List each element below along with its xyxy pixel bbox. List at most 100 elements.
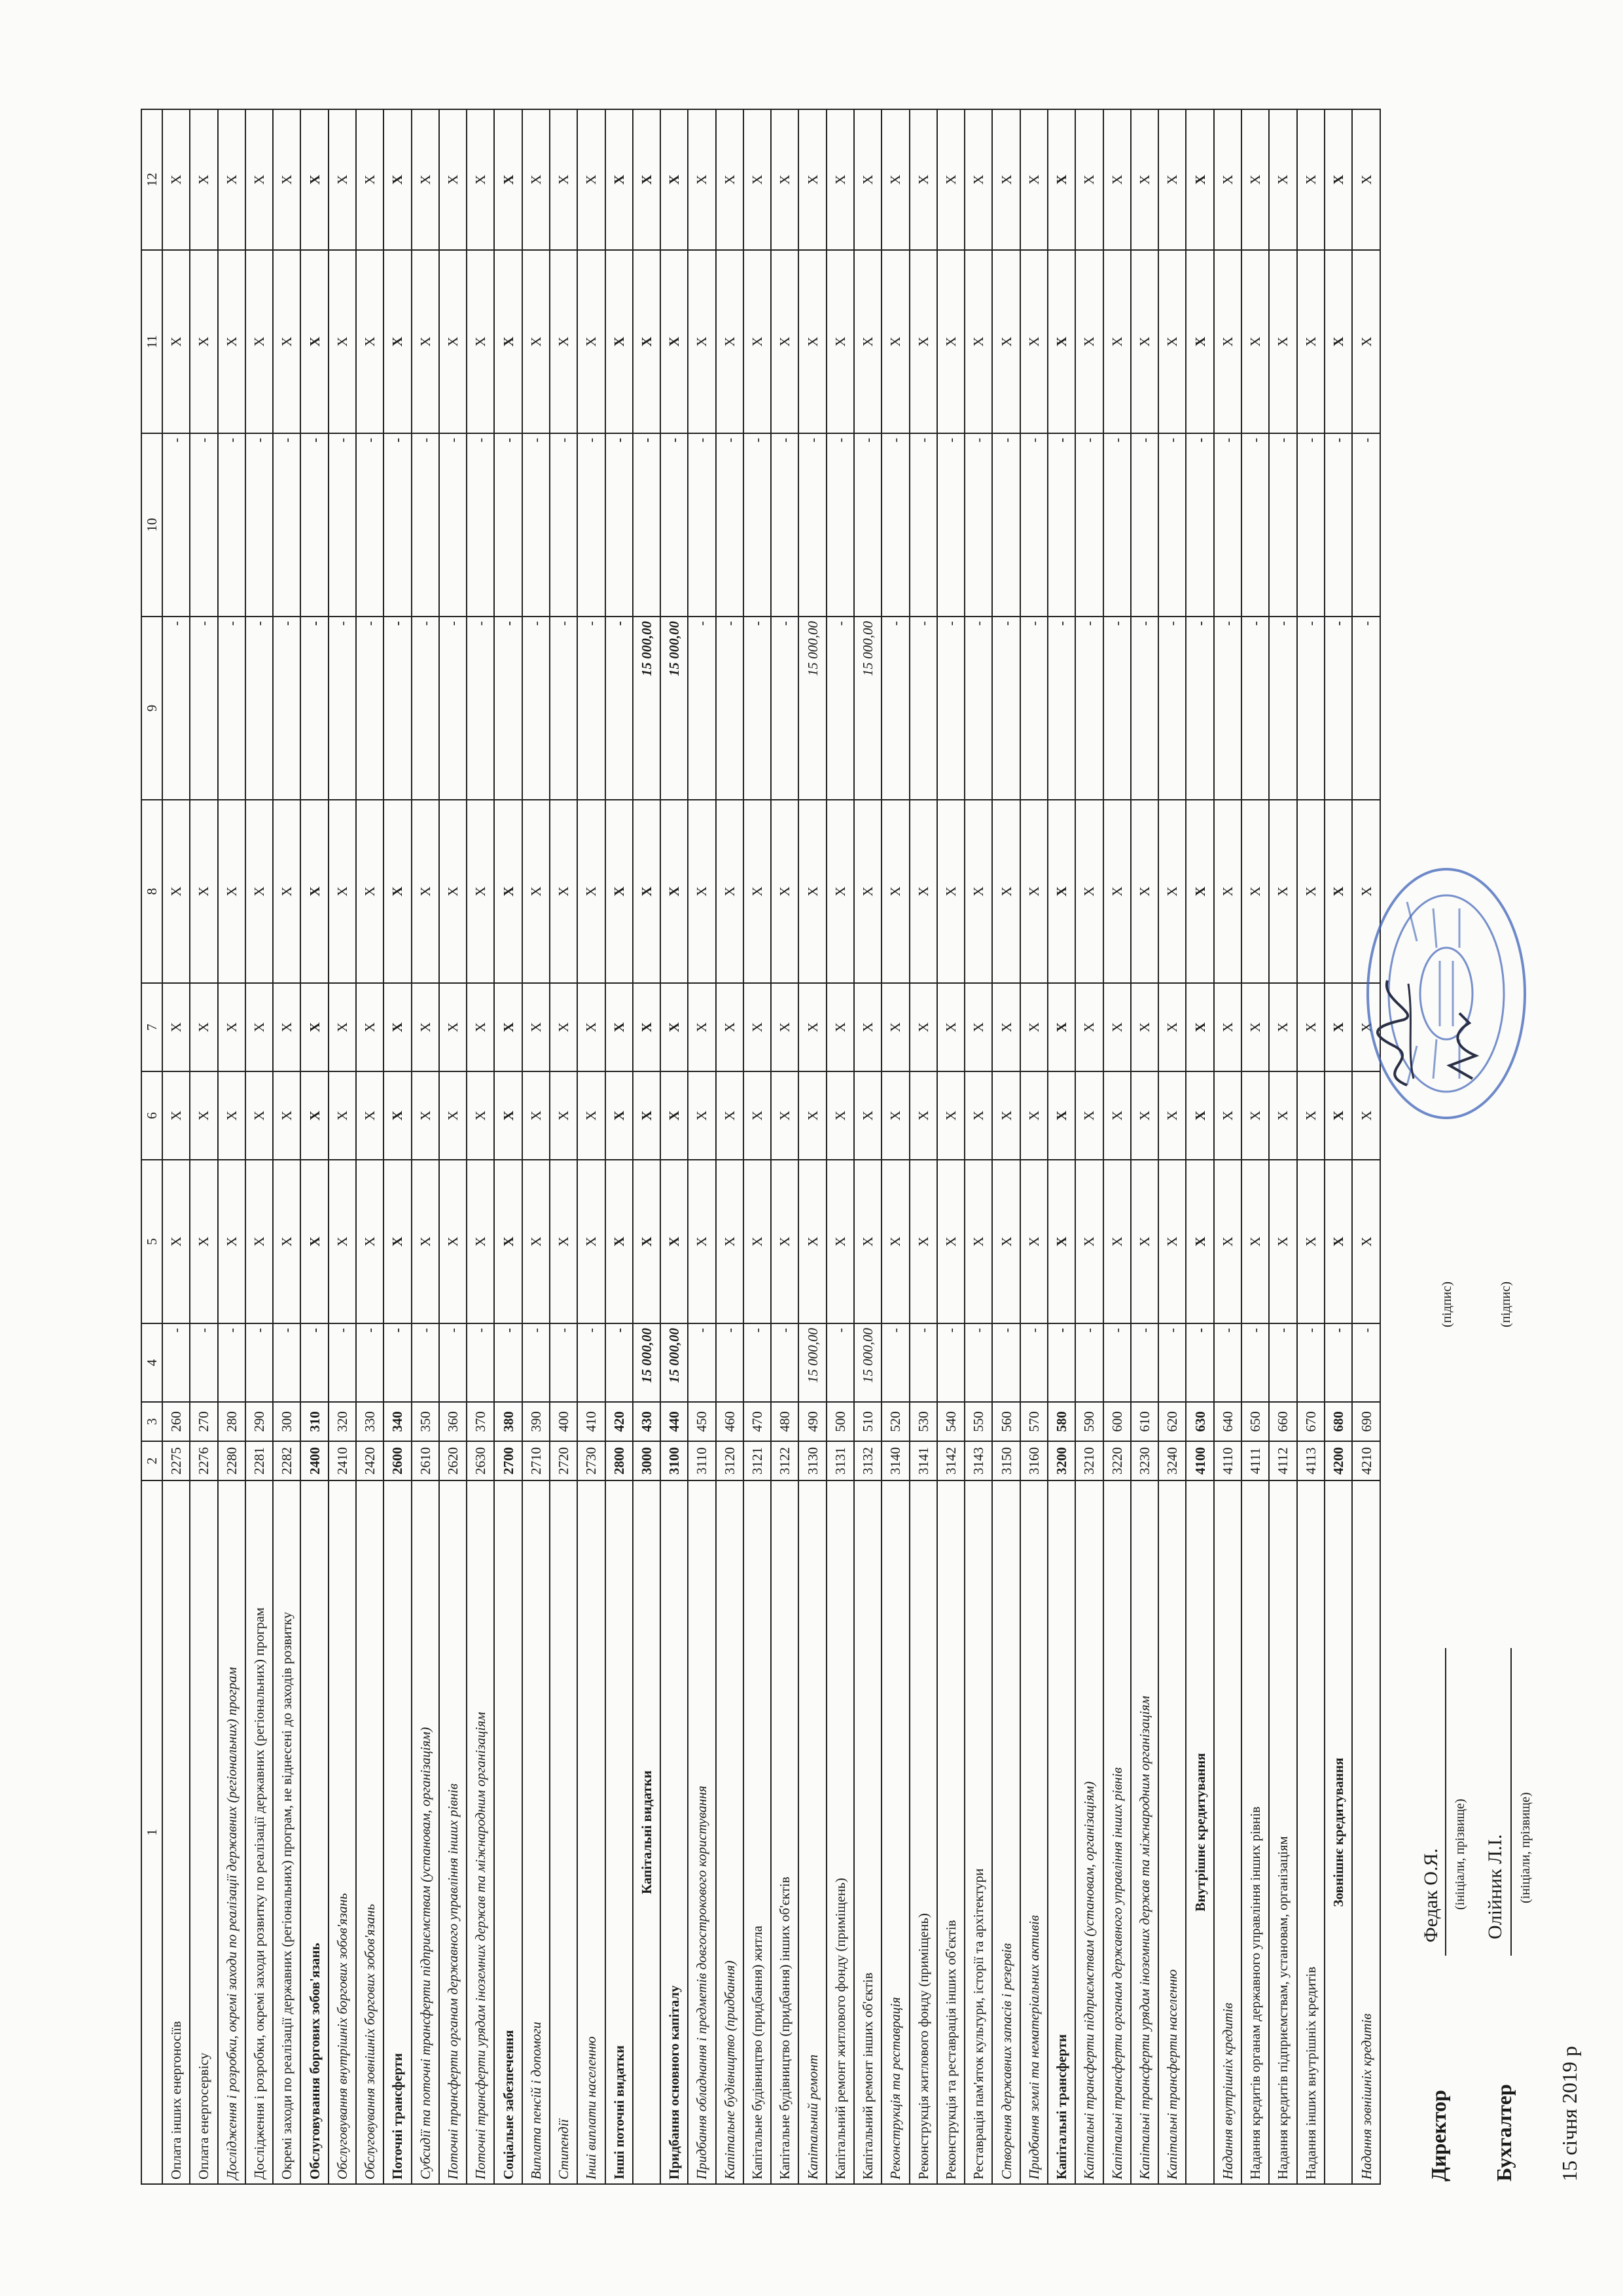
row-name: Капітальний ремонт інших об'єктів (854, 1480, 882, 2184)
cell-col-10: - (826, 433, 855, 617)
cell-col-4: - (1269, 1323, 1297, 1402)
cell-col-4: - (411, 1323, 439, 1402)
cell-col-10: - (715, 433, 743, 617)
cell-col-4: - (1103, 1323, 1131, 1402)
row-name: Дослідження і розробки, окремі заходи по… (217, 1480, 245, 2184)
row-line-number: 330 (355, 1402, 384, 1441)
cell-col-7: X (826, 983, 855, 1071)
cell-col-9: - (162, 617, 190, 800)
row-code: 4100 (1186, 1441, 1214, 1480)
cell-col-8: X (965, 800, 993, 983)
cell-col-9: - (688, 617, 716, 800)
document-date: 15 січня 2019 р (1558, 2045, 1581, 2181)
table-row: Надання кредитів підприємствам, установа… (1269, 109, 1297, 2184)
row-line-number: 610 (1130, 1402, 1159, 1441)
cell-col-6: X (965, 1071, 993, 1160)
cell-col-9: - (992, 617, 1020, 800)
row-name: Поточні трансферти урядам іноземних держ… (467, 1480, 495, 2184)
cell-col-10: - (494, 433, 522, 617)
cell-col-9: - (743, 617, 772, 800)
cell-col-11: X (632, 250, 661, 433)
cell-col-8: X (1075, 800, 1103, 983)
director-signature (1376, 980, 1415, 1086)
accountant-name: Олійник Л.І. (1484, 1834, 1506, 1939)
row-code: 2800 (605, 1441, 633, 1480)
row-code: 2276 (190, 1441, 218, 1480)
header-cell-6: 6 (141, 1071, 162, 1160)
row-name: Надання кредитів органам державного упра… (1241, 1480, 1270, 2184)
row-name: Обслуговування внутрішніх боргових зобов… (328, 1480, 356, 2184)
row-name: Соціальне забезпечення (494, 1480, 522, 2184)
row-code: 3132 (854, 1441, 882, 1480)
cell-col-12: X (965, 109, 993, 250)
cell-col-7: X (383, 983, 412, 1071)
table-row: Окремі заходи по реалізації державних (р… (273, 109, 301, 2184)
cell-col-7: X (632, 983, 661, 1071)
cell-col-6: X (715, 1071, 743, 1160)
cell-col-6: X (992, 1071, 1020, 1160)
row-line-number: 310 (300, 1402, 329, 1441)
cell-col-6: X (190, 1071, 218, 1160)
cell-col-4: - (1020, 1323, 1048, 1402)
cell-col-8: X (411, 800, 439, 983)
row-line-number: 490 (798, 1402, 827, 1441)
row-code: 2700 (494, 1441, 522, 1480)
cell-col-8: X (1186, 800, 1214, 983)
cell-col-6: X (1269, 1071, 1297, 1160)
cell-col-7: X (688, 983, 716, 1071)
cell-col-11: X (605, 250, 633, 433)
row-code: 2710 (522, 1441, 550, 1480)
row-code: 3150 (992, 1441, 1020, 1480)
row-name: Реконструкція та реставрація інших об'єк… (936, 1480, 965, 2184)
table-row: Реконструкція та реставрація інших об'єк… (936, 109, 965, 2184)
cell-col-5: X (549, 1160, 578, 1323)
cell-col-9: - (1296, 617, 1325, 800)
cell-col-12: X (1130, 109, 1159, 250)
row-name: Придбання основного капіталу (660, 1480, 688, 2184)
cell-col-6: X (273, 1071, 301, 1160)
cell-col-6: X (660, 1071, 688, 1160)
row-code: 4200 (1324, 1441, 1353, 1480)
cell-col-8: X (217, 800, 245, 983)
row-line-number: 600 (1103, 1402, 1131, 1441)
cell-col-6: X (1158, 1071, 1186, 1160)
table-row: Дослідження і розробки, окремі заходи ро… (245, 109, 274, 2184)
cell-col-5: X (826, 1160, 855, 1323)
row-name: Інші поточні видатки (605, 1480, 633, 2184)
row-line-number: 400 (549, 1402, 578, 1441)
table-row: Придбання землі та нематеріальних активі… (1020, 109, 1048, 2184)
cell-col-9: 15 000,00 (798, 617, 827, 800)
cell-col-10: - (1186, 433, 1214, 617)
director-name: Федак О.Я. (1420, 1848, 1442, 1943)
director-signature-caption: (підпис) (1440, 1281, 1454, 1327)
cell-col-9: - (467, 617, 495, 800)
cell-col-6: X (577, 1071, 605, 1160)
cell-col-12: X (438, 109, 467, 250)
cell-col-7: X (1213, 983, 1241, 1071)
cell-col-12: X (1020, 109, 1048, 250)
cell-col-6: X (909, 1071, 937, 1160)
row-line-number: 450 (688, 1402, 716, 1441)
cell-col-6: X (771, 1071, 799, 1160)
cell-col-8: X (715, 800, 743, 983)
cell-col-5: X (715, 1160, 743, 1323)
cell-col-6: X (467, 1071, 495, 1160)
cell-col-10: - (882, 433, 910, 617)
cell-col-4: - (300, 1323, 329, 1402)
cell-col-7: X (660, 983, 688, 1071)
cell-col-10: - (771, 433, 799, 617)
cell-col-7: X (715, 983, 743, 1071)
cell-col-11: X (273, 250, 301, 433)
row-code: 2730 (577, 1441, 605, 1480)
row-code: 2280 (217, 1441, 245, 1480)
cell-col-12: X (632, 109, 661, 250)
cell-col-7: X (1158, 983, 1186, 1071)
cell-col-9: - (355, 617, 384, 800)
row-line-number: 510 (854, 1402, 882, 1441)
